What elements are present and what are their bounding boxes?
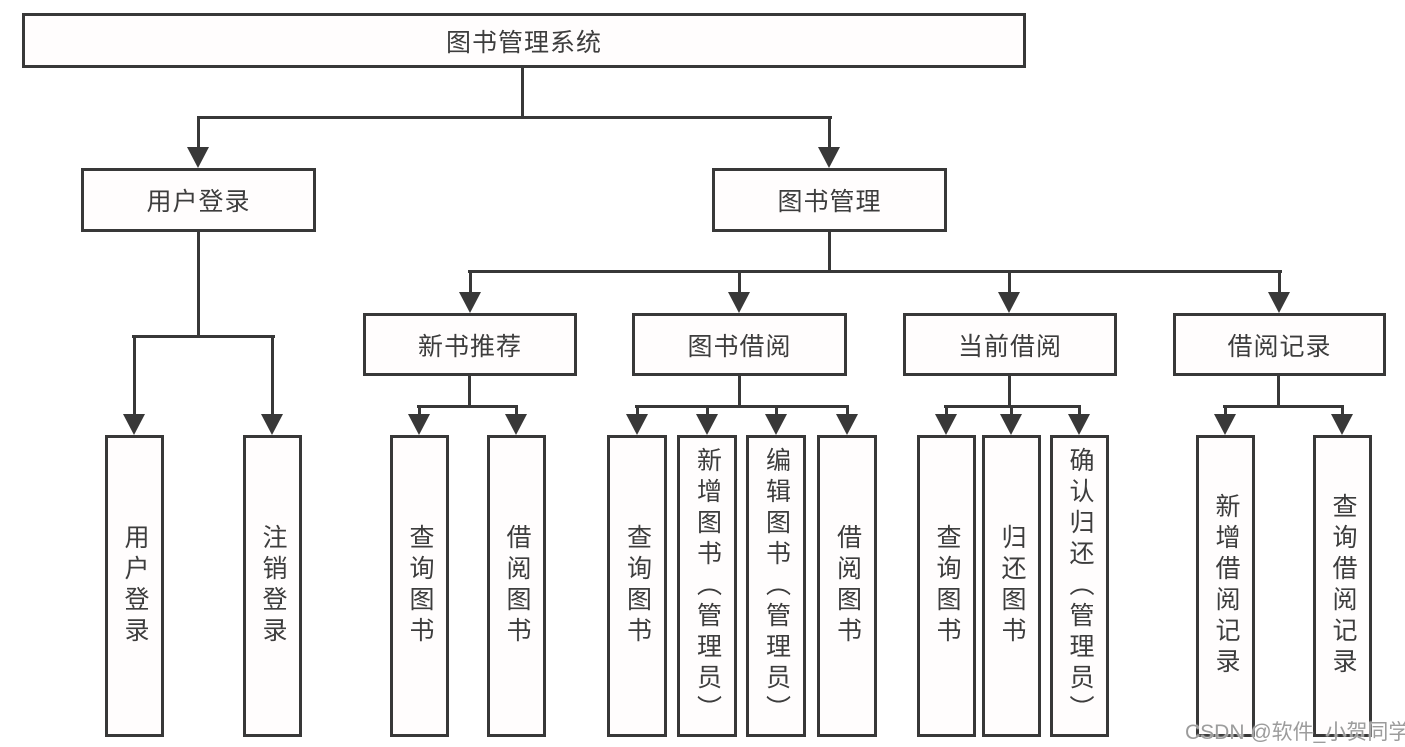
connector-arrow-down — [1000, 405, 1022, 435]
node-book-management: 图书管理 — [712, 168, 947, 232]
connector-arrow-down — [459, 270, 481, 313]
node-login-action: 用户登录 — [105, 435, 164, 737]
connector-arrow-down — [1331, 405, 1353, 435]
connector-arrow-down — [408, 405, 430, 435]
connector-arrow-down — [728, 270, 750, 313]
connector-arrow-down — [935, 405, 957, 435]
node-label: 图书借阅 — [687, 332, 792, 361]
node-label: 用户登录 — [121, 524, 149, 648]
node-root: 图书管理系统 — [22, 13, 1026, 68]
node-label: 查询图书 — [933, 524, 961, 648]
node-label: 新增图书（管理员） — [693, 446, 722, 726]
node-cb-confirm-return-admin: 确认归还（管理员） — [1050, 435, 1109, 737]
node-label: 查询图书 — [406, 524, 434, 648]
connector-line — [1008, 376, 1011, 408]
connector-arrow-down — [187, 116, 209, 168]
node-label: 借阅图书 — [833, 524, 862, 648]
connector-arrow-down — [818, 116, 840, 168]
connector-arrow-down — [1268, 270, 1290, 313]
node-cb-return-books: 归还图书 — [982, 435, 1041, 737]
node-borrow-records: 借阅记录 — [1173, 313, 1386, 376]
node-br-add-record: 新增借阅记录 — [1196, 435, 1255, 737]
node-bb-borrow-books: 借阅图书 — [817, 435, 877, 737]
node-label: 当前借阅 — [957, 332, 1062, 361]
connector-line — [468, 376, 471, 408]
node-cb-query-books: 查询图书 — [917, 435, 976, 737]
connector-arrow-down — [626, 405, 648, 435]
node-user-login: 用户登录 — [81, 168, 316, 232]
connector-line — [132, 335, 275, 338]
node-label: 借阅图书 — [503, 524, 531, 648]
node-current-borrowing: 当前借阅 — [903, 313, 1117, 376]
node-label: 新书推荐 — [417, 332, 522, 361]
connector-line — [197, 232, 200, 338]
node-label: 注销登录 — [259, 524, 287, 648]
node-label: 确认归还（管理员） — [1066, 446, 1094, 726]
node-label: 编辑图书（管理员） — [762, 446, 791, 726]
connector-line — [738, 376, 741, 408]
node-label: 查询借阅记录 — [1329, 493, 1357, 679]
connector-arrow-down — [505, 405, 527, 435]
node-bb-query-books: 查询图书 — [607, 435, 667, 737]
node-new-book-recommend: 新书推荐 — [363, 313, 577, 376]
node-bb-edit-books-admin: 编辑图书（管理员） — [746, 435, 806, 737]
connector-line — [944, 405, 1081, 408]
connector-arrow-down — [765, 405, 787, 435]
connector-arrow-down — [998, 270, 1020, 313]
connector-line — [828, 232, 831, 273]
connector-line — [521, 68, 524, 118]
connector-arrow-down — [696, 405, 718, 435]
node-label: 用户登录 — [146, 188, 251, 216]
node-br-query-record: 查询借阅记录 — [1313, 435, 1372, 737]
node-label: 新增借阅记录 — [1212, 493, 1240, 679]
csdn-watermark: CSDN @软件_小贺同学 — [1185, 721, 1405, 744]
node-root-label: 图书管理系统 — [445, 28, 602, 57]
connector-arrow-down — [1214, 405, 1236, 435]
connector-line — [468, 270, 1282, 273]
connector-line — [197, 116, 832, 119]
connector-arrow-down — [261, 335, 283, 435]
connector-arrow-down — [1068, 405, 1090, 435]
node-nbr-query-books: 查询图书 — [390, 435, 449, 737]
node-logout-action: 注销登录 — [243, 435, 302, 737]
node-label: 借阅记录 — [1227, 332, 1332, 361]
node-label: 归还图书 — [998, 524, 1026, 648]
node-label: 查询图书 — [623, 524, 652, 648]
connector-arrow-down — [836, 405, 858, 435]
connector-line — [635, 405, 849, 408]
connector-line — [1277, 376, 1280, 408]
connector-line — [417, 405, 518, 408]
node-label: 图书管理 — [777, 188, 882, 216]
node-book-borrowing: 图书借阅 — [632, 313, 847, 376]
node-bb-add-books-admin: 新增图书（管理员） — [677, 435, 737, 737]
connector-arrow-down — [123, 335, 145, 435]
connector-line — [1223, 405, 1344, 408]
node-nbr-borrow-books: 借阅图书 — [487, 435, 546, 737]
